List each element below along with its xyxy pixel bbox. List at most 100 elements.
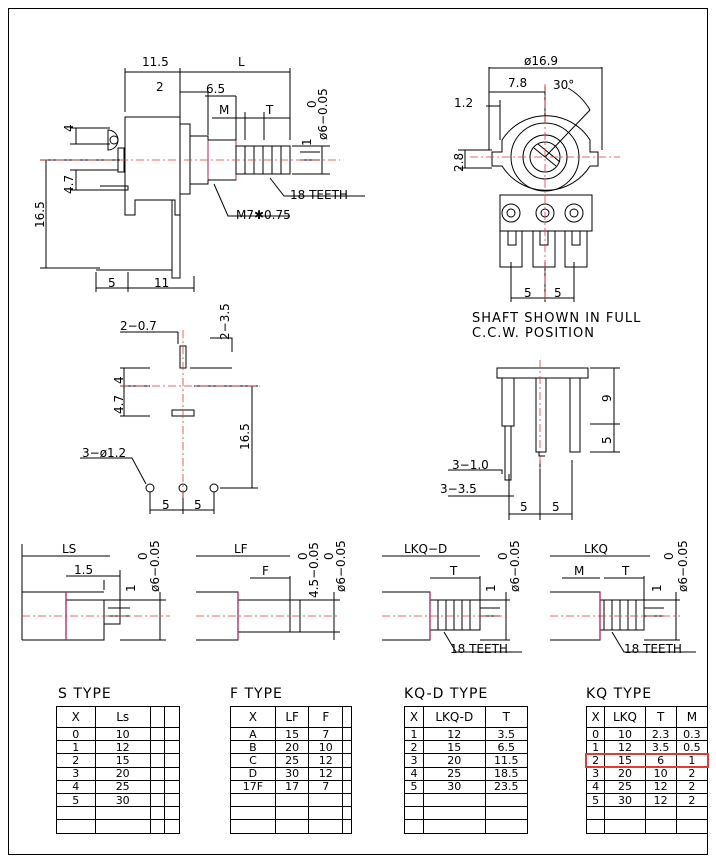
table-row — [404, 806, 529, 821]
table-cell: D — [230, 766, 276, 781]
table-row — [585, 806, 709, 821]
table-cell: 20 — [274, 740, 310, 755]
table-cell — [164, 806, 180, 821]
table-cell — [585, 806, 606, 821]
table-cell — [164, 819, 180, 834]
kq-teeth: 18 TEETH — [624, 642, 682, 656]
table-cell — [149, 740, 166, 755]
center-lines — [22, 84, 680, 617]
dim-s-1: 1 — [124, 584, 138, 592]
dim-kqd-dia: ø6−0.05 — [508, 540, 522, 592]
table-cell — [423, 792, 486, 808]
shaft-edges — [65, 592, 601, 640]
table-cell — [484, 806, 529, 821]
table-cell: 1 — [404, 726, 424, 742]
table-cell: A — [230, 726, 276, 742]
table-cell: 17F — [230, 779, 276, 794]
shaft-kq — [550, 555, 696, 653]
table-header-cell: Ls — [94, 706, 151, 728]
dim-LKQD: LKQ−D — [404, 542, 448, 556]
dim-7-8: 7.8 — [508, 76, 528, 90]
dim-kq-M: M — [574, 564, 585, 578]
table-header-cell: X — [404, 706, 424, 728]
table-cell — [149, 753, 166, 768]
note-line-1: SHAFT SHOWN IN FULL — [472, 311, 642, 326]
kqd-type-title: KQ-D TYPE — [404, 686, 489, 702]
table-cell — [404, 806, 424, 821]
dim-6-5: 6.5 — [206, 82, 226, 96]
side-view-body — [96, 116, 291, 279]
table-row — [56, 819, 180, 834]
table-cell: 4 — [56, 779, 96, 794]
table-cell — [149, 806, 166, 821]
dim-3-1-0: 3−1.0 — [452, 458, 489, 472]
table-cell — [56, 819, 96, 834]
table-row — [404, 792, 529, 808]
table-cell: 12 — [644, 792, 677, 808]
table-header-cell: X — [230, 706, 276, 728]
table-cell — [149, 779, 166, 794]
table-row — [230, 806, 352, 821]
table-cell — [342, 726, 352, 742]
table-cell — [308, 806, 344, 821]
dim-M: M — [219, 103, 230, 117]
dim-kqd-T: T — [450, 564, 458, 578]
thread-label: M7✱0.75 — [236, 208, 291, 222]
table-row — [404, 819, 529, 834]
table-cell: 12 — [308, 766, 344, 781]
table-cell: 10 — [644, 766, 677, 781]
dim-9: 9 — [600, 394, 614, 402]
table-cell — [644, 806, 677, 821]
dim-hole-dia: 3−ø1.2 — [82, 446, 127, 460]
table-cell — [484, 819, 529, 834]
dim-pitch-a: 5 — [524, 286, 532, 300]
dim-2: 2 — [156, 80, 164, 94]
table-cell — [164, 726, 180, 742]
dim-1-2: 1.2 — [454, 96, 474, 110]
front-view — [458, 67, 603, 302]
table-header-cell: LKQ — [604, 706, 646, 728]
table-header-cell: M — [675, 706, 709, 728]
dim-1: 1 — [300, 138, 314, 146]
table-cell: 10 — [308, 740, 344, 755]
table-cell: 2 — [675, 766, 709, 781]
table-cell — [423, 819, 486, 834]
table-cell — [230, 819, 276, 834]
teeth-label: 18 TEETH — [290, 188, 348, 202]
dim-sv-5b: 5 — [552, 500, 560, 514]
table-cell — [342, 766, 352, 781]
table-cell — [342, 806, 352, 821]
dim-kq-dia: ø6−0.05 — [676, 540, 690, 592]
table-cell: 30 — [94, 792, 151, 808]
table-cell — [94, 819, 151, 834]
table-cell — [675, 819, 709, 834]
table-cell — [56, 806, 96, 821]
dim-30-deg: 30° — [553, 78, 575, 92]
table-cell — [342, 753, 352, 768]
table-cell — [94, 806, 151, 821]
dim-LKQ: LKQ — [584, 542, 608, 556]
table-cell: 30 — [423, 779, 486, 794]
table-cell: 10 — [94, 726, 151, 742]
table-cell: 30 — [604, 792, 646, 808]
table-cell — [644, 819, 677, 834]
table-cell — [164, 740, 180, 755]
table-cell — [342, 819, 352, 834]
table-cell: 25 — [604, 779, 646, 794]
dim-pcb-4: 4 — [112, 376, 126, 384]
dim-1-5: 1.5 — [74, 563, 94, 577]
kq-row-highlight — [585, 752, 709, 769]
table-header-cell: LF — [274, 706, 310, 728]
table-cell: 4 — [404, 766, 424, 781]
table-cell — [342, 740, 352, 755]
dim-4-7: 4.7 — [62, 174, 76, 194]
